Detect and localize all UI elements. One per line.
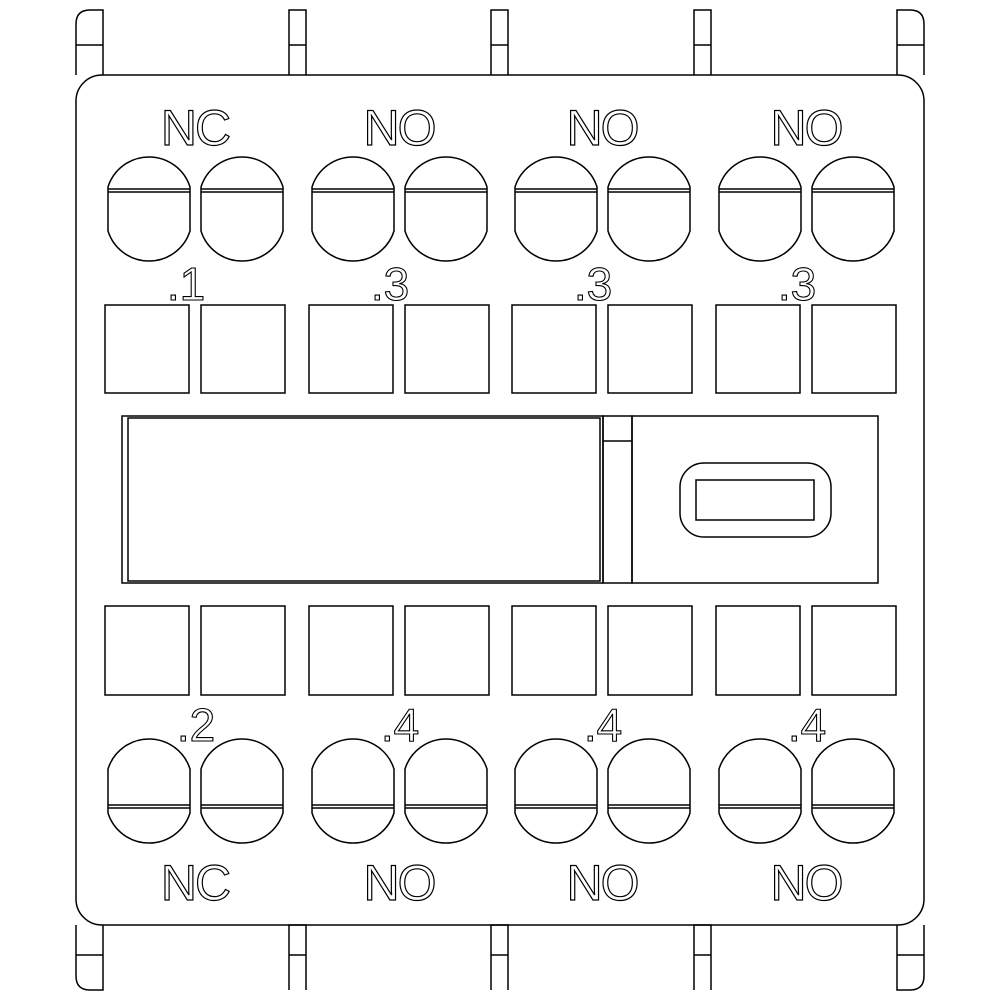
wire-entry-bottom: [404, 605, 490, 696]
tab-top: [75, 9, 104, 75]
tab-bottom: [75, 925, 104, 991]
wire-entry-bottom: [200, 605, 286, 696]
contact-type-label-top: NC: [161, 100, 230, 156]
screw-terminal: [311, 156, 395, 262]
tab-top: [693, 9, 712, 75]
contact-group-1: [104, 156, 286, 844]
tab-top: [490, 9, 509, 75]
label-plate: [121, 415, 604, 584]
wire-entry-bottom: [308, 605, 394, 696]
screw-terminal: [404, 738, 488, 844]
wire-entry-bottom: [104, 605, 190, 696]
contact-type-label-top: NO: [567, 100, 638, 156]
screw-terminal: [607, 156, 691, 262]
contact-group-4: [715, 156, 897, 844]
tab-bottom: [288, 924, 307, 990]
screw-terminal: [811, 738, 895, 844]
terminal-number-top: .1: [167, 258, 205, 310]
wire-entry-bottom: [715, 605, 801, 696]
screw-terminal: [311, 738, 395, 844]
contact-type-label-bottom: NO: [364, 855, 435, 911]
screw-terminal: [514, 738, 598, 844]
tab-bottom: [693, 924, 712, 990]
wire-entry-top: [104, 304, 190, 394]
terminal-number-top: .3: [778, 258, 816, 310]
tab-bottom: [896, 925, 925, 991]
center-label-area: [121, 415, 879, 584]
tab-bottom: [490, 924, 509, 990]
screw-terminal: [404, 156, 488, 262]
screw-terminal: [200, 156, 284, 262]
wire-entry-top: [607, 304, 693, 394]
screw-terminal: [811, 156, 895, 262]
housing-outline: [75, 74, 925, 926]
terminal-number-bottom: .2: [177, 699, 215, 751]
contact-type-label-bottom: NO: [771, 855, 842, 911]
terminal-number-top: .3: [371, 258, 409, 310]
wire-entry-top: [404, 304, 490, 394]
terminal-number-bottom: .4: [584, 699, 622, 751]
contact-group-2: [308, 156, 490, 844]
screw-terminal: [607, 738, 691, 844]
screw-terminal: [718, 156, 802, 262]
contact-group-3: [511, 156, 693, 844]
wire-entry-top: [715, 304, 801, 394]
terminal-number-bottom: .4: [788, 699, 826, 751]
terminal-number-top: .3: [574, 258, 612, 310]
wire-entry-top: [308, 304, 394, 394]
wire-entry-top: [811, 304, 897, 394]
label-plate-inner: [127, 417, 601, 582]
indicator-panel: [631, 415, 879, 584]
wire-entry-bottom: [511, 605, 597, 696]
indicator-window-outer: [679, 462, 832, 538]
mounting-tabs: [75, 9, 925, 991]
contact-type-label-bottom: NO: [567, 855, 638, 911]
screw-terminal: [718, 738, 802, 844]
contact-type-label-bottom: NC: [161, 855, 230, 911]
contact-type-label-top: NO: [771, 100, 842, 156]
indicator-window: [695, 479, 815, 521]
tab-top: [288, 9, 307, 75]
tab-top: [896, 9, 925, 75]
wire-entry-bottom: [811, 605, 897, 696]
screw-terminal: [200, 738, 284, 844]
screw-terminal: [107, 156, 191, 262]
wire-entry-top: [511, 304, 597, 394]
screw-terminal: [514, 156, 598, 262]
contact-type-label-top: NO: [364, 100, 435, 156]
wire-entry-top: [200, 304, 286, 394]
wire-entry-bottom: [607, 605, 693, 696]
screw-terminal: [107, 738, 191, 844]
terminal-number-bottom: .4: [381, 699, 419, 751]
